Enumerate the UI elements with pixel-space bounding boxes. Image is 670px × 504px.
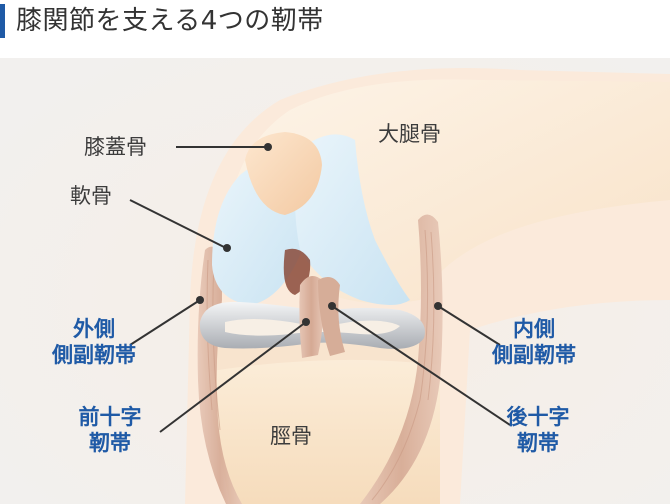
leader-medial-collateral: [437, 305, 501, 346]
anterior-cruciate-ligament: [299, 276, 324, 358]
label-patella: 膝蓋骨: [84, 135, 147, 159]
leader-posterior-cruciate: [331, 305, 511, 426]
label-femur: 大腿骨: [378, 122, 441, 146]
dot-medial-collateral: [434, 302, 442, 310]
leader-anterior-cruciate: [159, 321, 307, 433]
cartilage-medial: [295, 134, 410, 305]
dot-anterior-cruciate: [302, 318, 310, 326]
label-lateral-collateral-line1: 外側: [73, 317, 115, 341]
leader-lateral-collateral: [129, 299, 201, 346]
label-medial-collateral-line1: 内側: [513, 317, 555, 341]
label-posterior-cruciate-line2: 靭帯: [517, 431, 559, 456]
label-anterior-cruciate-line2: 靭帯: [89, 431, 131, 456]
leader-endpoints: [196, 143, 442, 326]
label-lateral-collateral-line2: 側副靭帯: [52, 343, 136, 368]
posterior-cruciate-ligament: [318, 276, 345, 356]
label-anterior-cruciate-line1: 前十字: [78, 405, 142, 429]
label-posterior-cruciate-line1: 後十字: [506, 405, 570, 429]
label-medial-collateral-ligament: 内側 側副靭帯: [482, 316, 586, 369]
label-anterior-cruciate-ligament: 前十字 靭帯: [60, 404, 160, 457]
label-cartilage: 軟骨: [70, 184, 112, 208]
leader-lines: [129, 146, 511, 433]
label-medial-collateral-line2: 側副靭帯: [492, 343, 576, 368]
patella-bone: [245, 132, 322, 215]
label-lateral-collateral-ligament: 外側 側副靭帯: [42, 316, 146, 369]
dot-patella: [264, 143, 272, 151]
page-header: 膝関節を支える4つの靭帯: [0, 0, 670, 42]
tibia-bone: [200, 340, 440, 504]
header-accent-bar: [0, 4, 5, 38]
knee-illustration: [0, 58, 670, 504]
medial-collateral-fibers: [371, 229, 435, 501]
label-posterior-cruciate-ligament: 後十字 靭帯: [488, 404, 588, 457]
leader-cartilage: [129, 199, 227, 249]
dot-posterior-cruciate: [328, 302, 336, 310]
dot-cartilage: [223, 244, 231, 252]
medial-collateral-ligament: [360, 214, 443, 504]
page-title: 膝関節を支える4つの靭帯: [16, 6, 324, 36]
knee-diagram: [0, 58, 670, 504]
label-tibia: 脛骨: [270, 424, 312, 448]
dot-lateral-collateral: [196, 296, 204, 304]
